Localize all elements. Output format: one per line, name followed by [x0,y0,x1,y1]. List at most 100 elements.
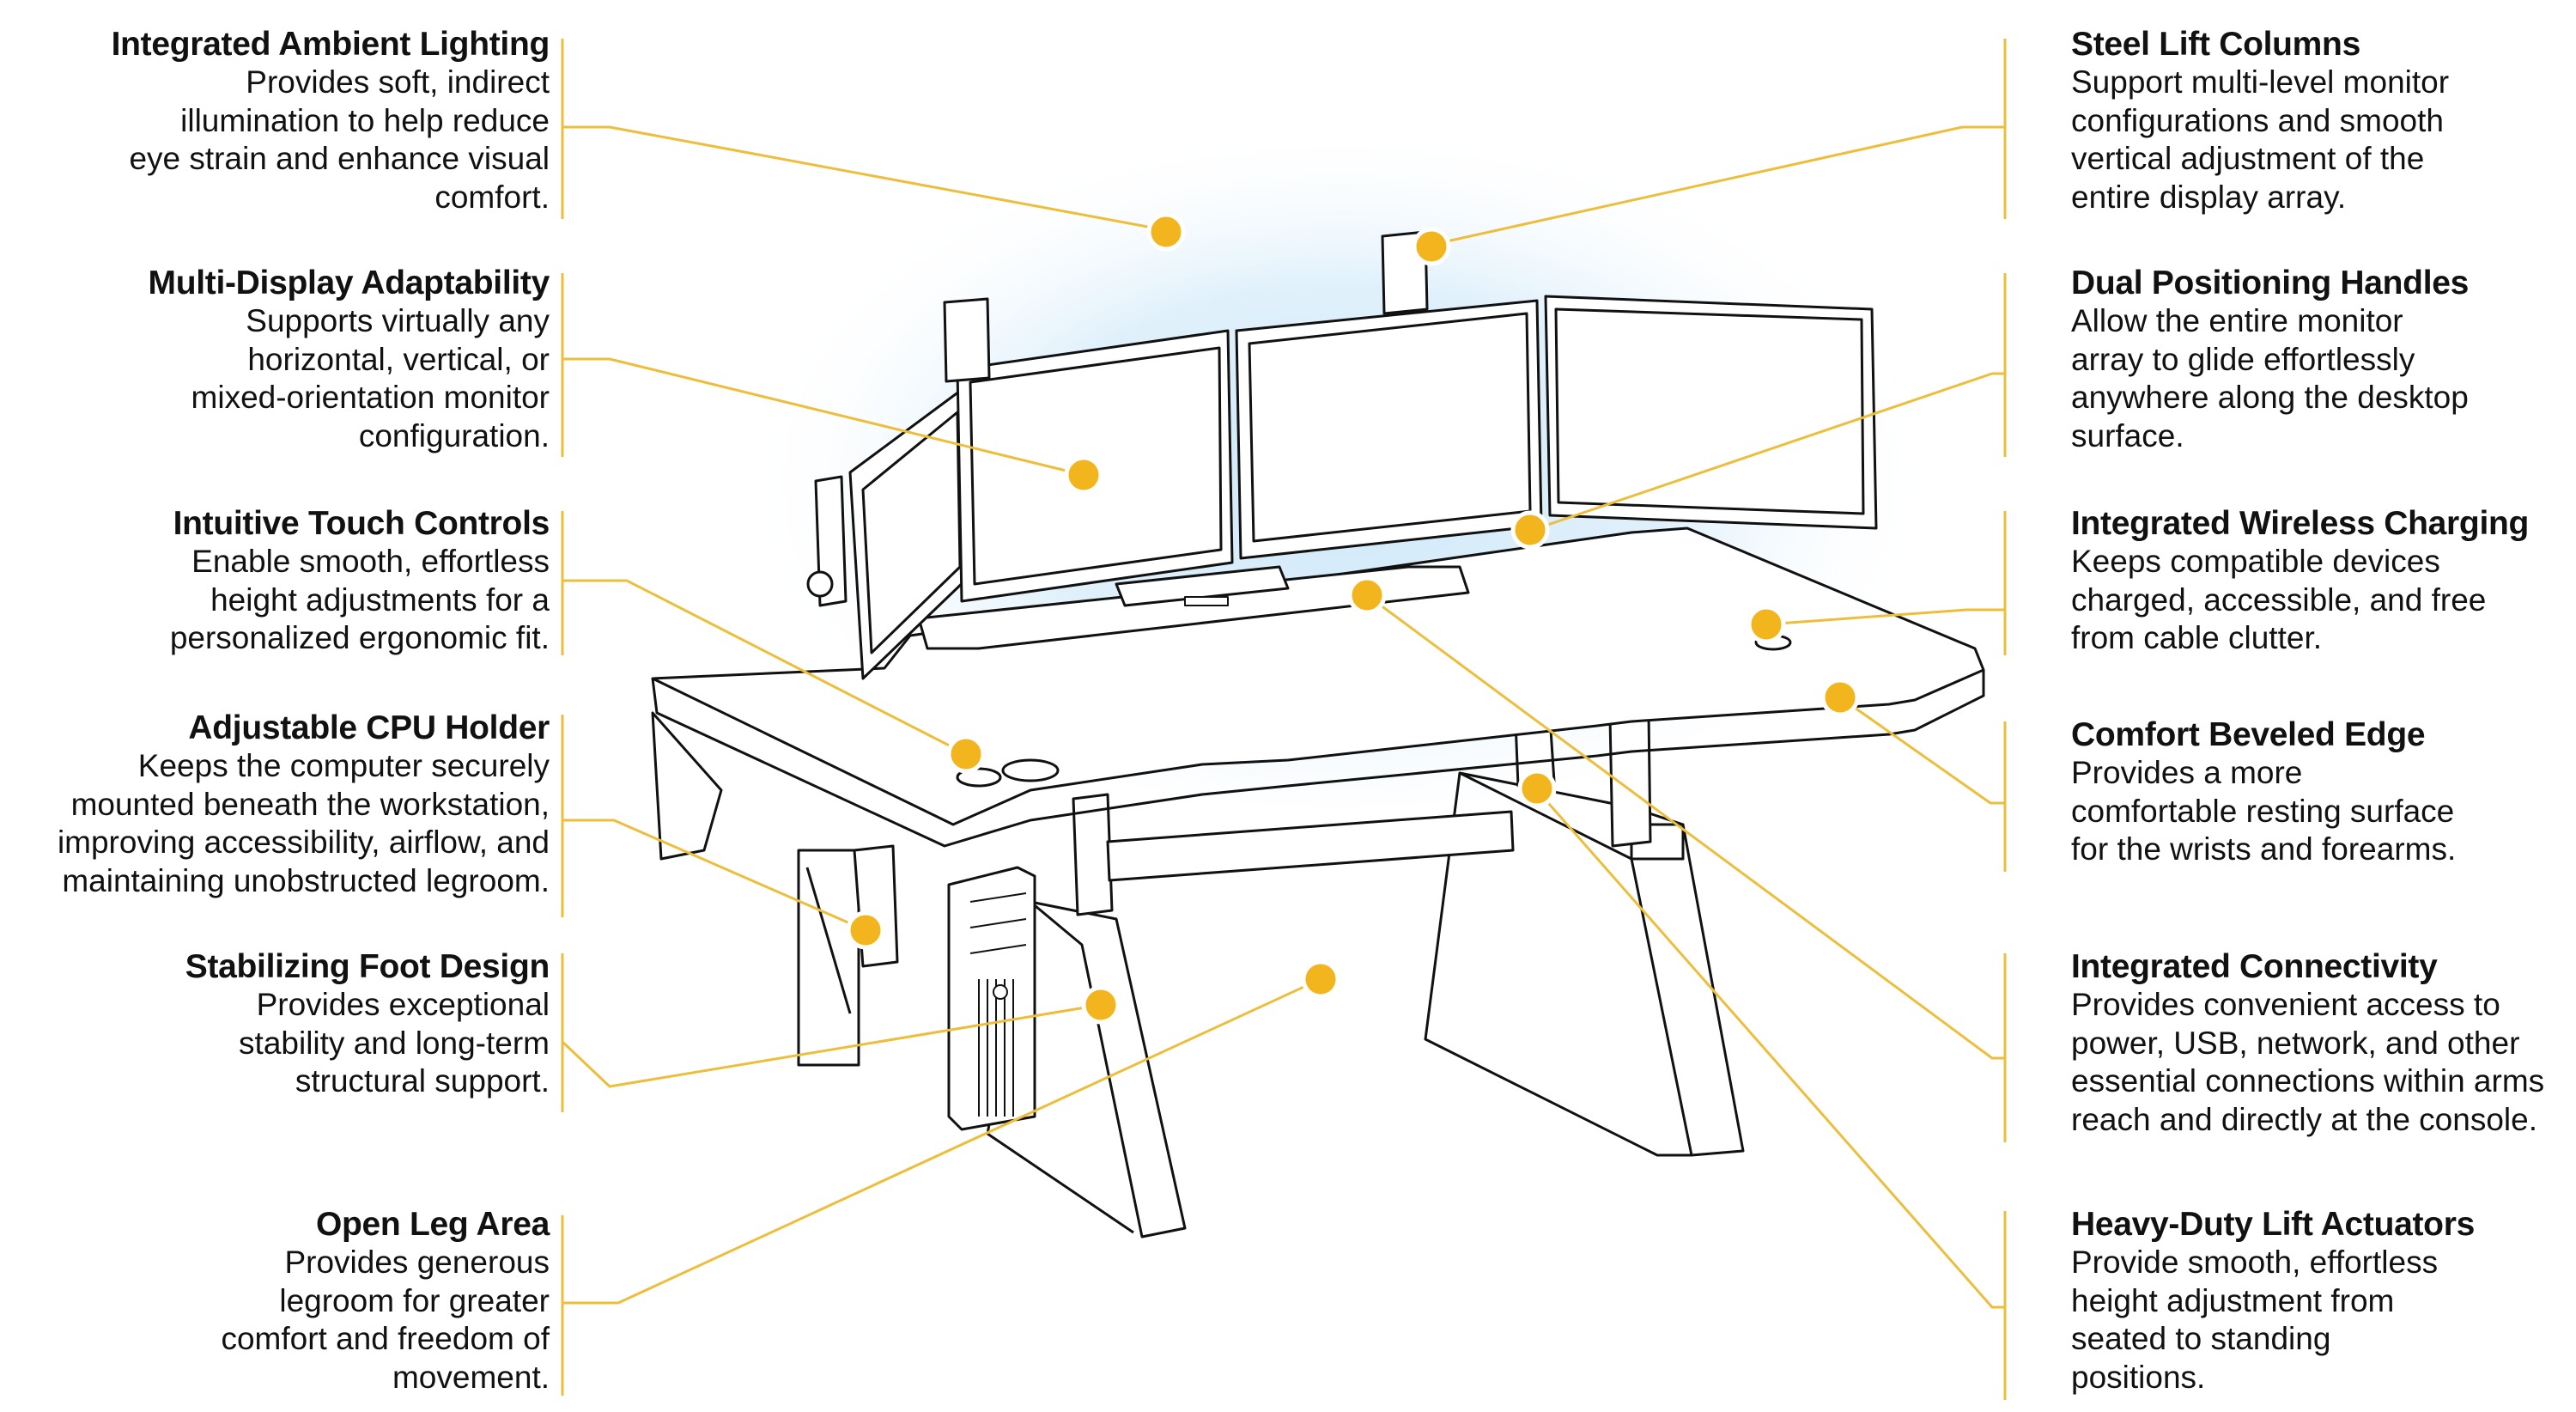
callout-columns: Steel Lift Columns Support multi-level m… [2071,26,2576,216]
callout-line: essential connections within arms [2071,1063,2545,1099]
callout-multidisplay: Multi-Display Adaptability Supports virt… [0,265,550,455]
callout-line: personalized ergonomic fit. [169,620,550,655]
callout-line: comfort. [434,179,550,215]
callout-line: configurations and smooth [2071,102,2444,138]
callout-title: Integrated Ambient Lighting [111,26,550,63]
callout-line: movement. [392,1359,550,1395]
callout-line: vertical adjustment of the [2071,141,2425,176]
callout-line: height adjustments for a [210,581,550,618]
leader-legarea [562,977,1321,1305]
callout-line: power, USB, network, and other [2071,1025,2520,1061]
leader-touch [562,579,967,756]
leader-edge [1839,696,2005,805]
left-leg-panel [1029,900,1187,1239]
callout-line: mounted beneath the workstation, [70,786,550,822]
callout-handles: Dual Positioning Handles Allow the entir… [2071,265,2576,455]
callout-line: surface. [2071,417,2184,453]
callout-lighting: Integrated Ambient Lighting Provides sof… [0,26,550,216]
markers [846,212,1860,1025]
callout-line: legroom for greater [279,1282,550,1318]
callout-title: Dual Positioning Handles [2071,265,2470,301]
callout-line: array to glide effortlessly [2071,341,2415,377]
callout-line: configuration. [358,417,550,453]
callout-title: Integrated Wireless Charging [2071,505,2530,542]
leader-lines [561,125,2005,1309]
callout-line: Provides generous [284,1245,550,1280]
marker-multidisplay [1064,455,1103,495]
leader-charging [1765,608,2005,626]
callout-line: positions. [2071,1359,2206,1395]
callout-line: comfortable resting surface [2071,793,2455,829]
lift-column-left [943,297,991,383]
callout-title: Steel Lift Columns [2071,26,2360,63]
callout-line: stability and long-term [239,1025,550,1061]
callout-line: height adjustment from [2071,1282,2395,1318]
callout-line: charged, accessible, and free [2071,581,2487,618]
leader-actuators [1535,789,2005,1309]
monitor-shelf [917,565,1470,650]
callout-title: Multi-Display Adaptability [148,265,550,301]
callout-legarea: Open Leg Area Provides generous legroom … [0,1206,550,1397]
marker-cpu [846,910,885,950]
leader-foot [561,1003,1102,1088]
cpu-tower [947,866,1036,1131]
marker-edge [1820,678,1860,717]
callout-touch: Intuitive Touch Controls Enable smooth, … [0,505,550,658]
leader-handles [1529,372,2005,533]
marker-connectivity [1347,575,1387,615]
callout-line: horizontal, vertical, or [247,341,550,377]
callout-line: Provide smooth, effortless [2071,1245,2439,1280]
leader-columns [1431,125,2005,246]
marker-columns [1412,227,1451,266]
marker-lighting [1146,212,1186,252]
callout-title: Heavy-Duty Lift Actuators [2071,1206,2475,1243]
marker-touch [946,734,986,774]
callout-line: Provides soft, indirect [246,64,550,100]
callout-brackets [561,39,2007,1400]
callout-line: comfort and freedom of [221,1321,550,1356]
callout-line: seated to standing [2071,1321,2331,1356]
callout-line: eye strain and enhance visual [129,141,550,176]
callout-line: for the wrists and forearms. [2071,831,2457,867]
marker-handles [1510,510,1550,550]
back-leg-frame [797,849,860,1067]
callout-line: Supports virtually any [246,303,550,338]
callout-line: from cable clutter. [2071,620,2323,655]
callout-title: Comfort Beveled Edge [2071,716,2426,753]
marker-legarea [1301,959,1340,999]
callout-edge: Comfort Beveled Edge Provides a more com… [2071,716,2576,869]
callout-cpu: Adjustable CPU Holder Keeps the computer… [0,709,550,900]
callout-line: anywhere along the desktop [2071,380,2469,415]
callout-actuators: Heavy-Duty Lift Actuators Provide smooth… [2071,1206,2576,1397]
callout-line: Keeps the computer securely [137,748,550,783]
marker-actuators [1517,769,1557,808]
callout-line: Provides exceptional [256,987,550,1022]
callout-line: Keeps compatible devices [2071,544,2440,579]
crossbar [1106,810,1515,882]
leader-multidisplay [562,357,1084,477]
callout-line: entire display array. [2071,179,2347,215]
callout-title: Open Leg Area [315,1206,550,1243]
callout-title: Integrated Connectivity [2071,948,2438,985]
callout-line: Enable smooth, effortless [191,544,550,579]
callout-line: improving accessibility, airflow, and [57,825,550,860]
callout-line: structural support. [295,1063,550,1099]
callout-line: Provides convenient access to [2071,987,2500,1022]
callout-line: maintaining unobstructed legroom. [62,862,550,898]
callout-connectivity: Integrated Connectivity Provides conveni… [2071,948,2576,1139]
callout-line: illumination to help reduce [180,102,550,138]
leader-lighting [562,125,1167,232]
callout-title: Adjustable CPU Holder [188,709,550,746]
marker-foot [1081,985,1121,1025]
callout-line: Allow the entire monitor [2071,303,2403,338]
callout-foot: Stabilizing Foot Design Provides excepti… [0,948,550,1101]
marker-charging [1747,605,1786,644]
callout-line: Provides a more [2071,755,2303,790]
leader-cpu [562,819,866,932]
callout-title: Stabilizing Foot Design [185,948,550,985]
callout-title: Intuitive Touch Controls [173,505,550,542]
callout-line: mixed-orientation monitor [191,380,550,415]
leader-connectivity [1366,593,2005,1060]
callout-charging: Integrated Wireless Charging Keeps compa… [2071,505,2576,658]
